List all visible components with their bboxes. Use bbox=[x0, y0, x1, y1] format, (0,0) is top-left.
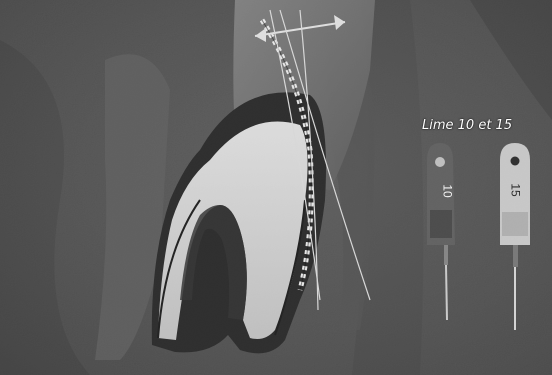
file-caption: Lime 10 et 15 bbox=[422, 118, 512, 133]
file-15-label: 15 bbox=[509, 183, 523, 196]
file-10-label: 10 bbox=[441, 184, 455, 197]
